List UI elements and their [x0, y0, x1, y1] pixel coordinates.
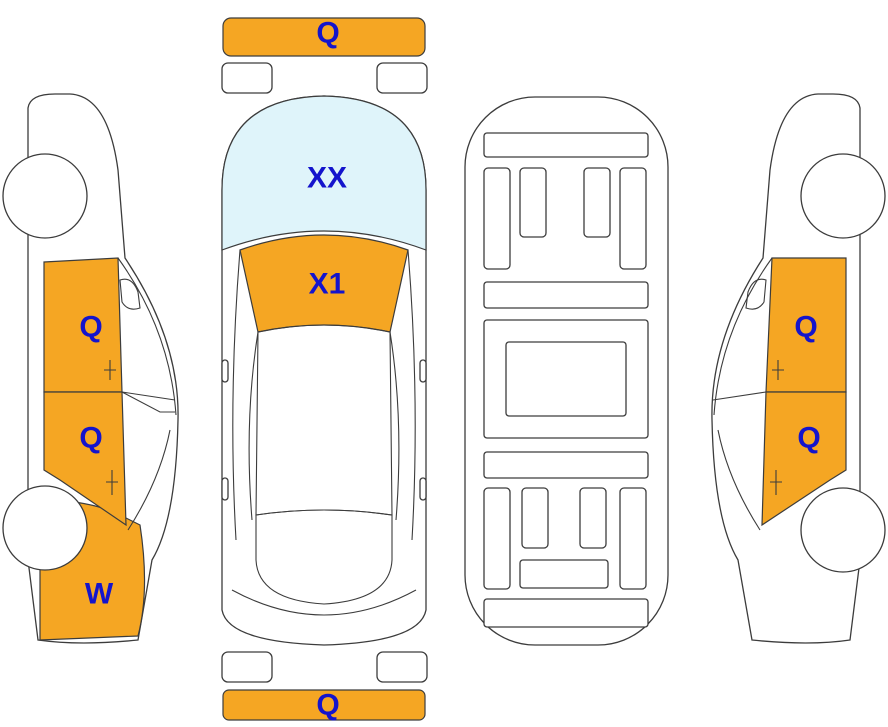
right-rear-door-label: Q	[797, 422, 820, 455]
left-rear-fender-label: W	[85, 578, 114, 611]
left-front-door-label: Q	[79, 311, 102, 344]
front-bumper-zone[interactable]	[222, 17, 426, 57]
right-front-wheel	[800, 153, 886, 239]
zone-labels: Q XX X1 Q Q W Q Q Q	[79, 17, 820, 722]
left-rear-door-label: Q	[79, 422, 102, 455]
front-right-light	[376, 62, 428, 94]
rear-window-outline	[255, 509, 393, 605]
front-bumper-label: Q	[316, 17, 339, 50]
windshield-label: XX	[307, 162, 347, 195]
rear-bumper-label: Q	[316, 689, 339, 722]
rear-bumper-zone[interactable]	[222, 689, 426, 721]
car-left-side-view	[2, 93, 179, 644]
trunk-line	[231, 589, 417, 616]
hood-label: X1	[309, 268, 346, 301]
rear-right-light	[376, 651, 428, 683]
car-top-view	[221, 17, 428, 721]
left-inner-line	[248, 331, 259, 521]
left-side-line	[232, 249, 241, 541]
right-front-door-label: Q	[794, 311, 817, 344]
rear-left-light	[221, 651, 273, 683]
right-mirror	[419, 359, 427, 383]
car-underbody-view	[464, 96, 669, 646]
car-right-side-view	[711, 93, 886, 644]
windshield-zone[interactable]	[221, 95, 427, 251]
right-inner-line	[389, 331, 400, 521]
left-handle	[221, 477, 229, 501]
right-rear-door-zone[interactable]	[761, 391, 847, 527]
left-front-wheel	[2, 153, 88, 239]
left-rear-wheel	[2, 485, 88, 571]
right-handle	[419, 477, 427, 501]
right-side-line	[407, 249, 416, 541]
left-mirror	[221, 359, 229, 383]
front-left-light	[221, 62, 273, 94]
right-rear-wheel	[800, 487, 886, 573]
left-rear-door-zone[interactable]	[43, 391, 127, 527]
